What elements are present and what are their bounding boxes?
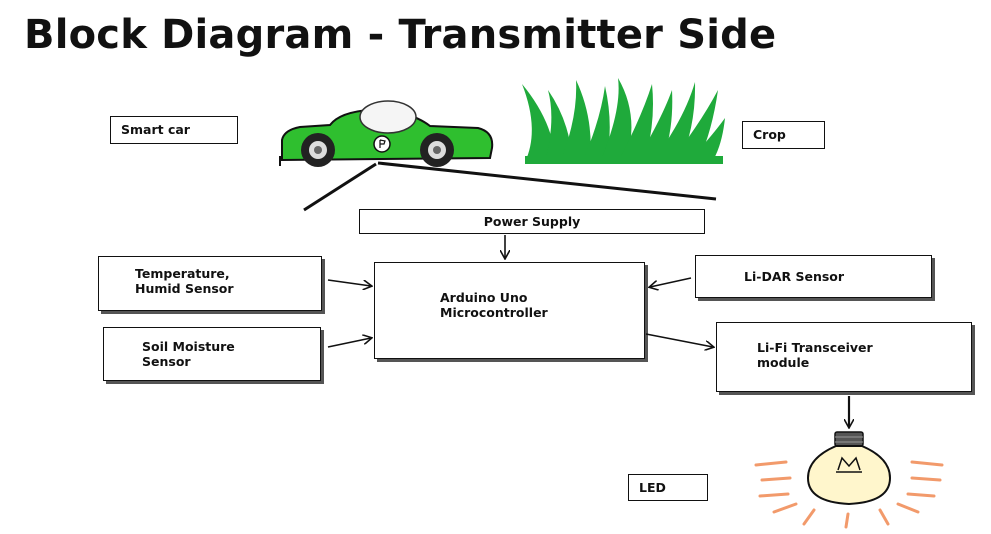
- smart-car-label: Smart car: [110, 116, 238, 144]
- arduino-line-2: Microcontroller: [440, 305, 548, 320]
- power-supply-text: Power Supply: [483, 214, 581, 229]
- led-label: LED: [628, 474, 708, 501]
- crop-grass-icon: [522, 78, 725, 164]
- soil-moisture-sensor-block: Soil Moisture Sensor: [103, 327, 321, 381]
- arduino-uno-block: Arduino Uno Microcontroller: [374, 262, 645, 359]
- temp-humid-line-2: Humid Sensor: [135, 281, 234, 296]
- lidar-text: Li-DAR Sensor: [744, 269, 845, 284]
- power-supply-block: Power Supply: [359, 209, 705, 234]
- page-title: Block Diagram - Transmitter Side: [24, 12, 777, 58]
- crop-label: Crop: [742, 121, 825, 149]
- temp-humid-line-1: Temperature,: [135, 266, 230, 281]
- soil-moisture-line-1: Soil Moisture: [142, 339, 235, 354]
- lifi-line-2: module: [757, 355, 810, 370]
- lifi-line-1: Li-Fi Transceiver: [757, 340, 873, 355]
- lidar-sensor-block: Li-DAR Sensor: [695, 255, 932, 298]
- arduino-line-1: Arduino Uno: [440, 290, 528, 305]
- smart-car-icon: [279, 100, 494, 167]
- led-bulb-icon: [754, 431, 944, 529]
- temperature-humid-sensor-block: Temperature, Humid Sensor: [98, 256, 322, 311]
- lifi-transceiver-block: Li-Fi Transceiver module: [716, 322, 972, 392]
- soil-moisture-line-2: Sensor: [142, 354, 191, 369]
